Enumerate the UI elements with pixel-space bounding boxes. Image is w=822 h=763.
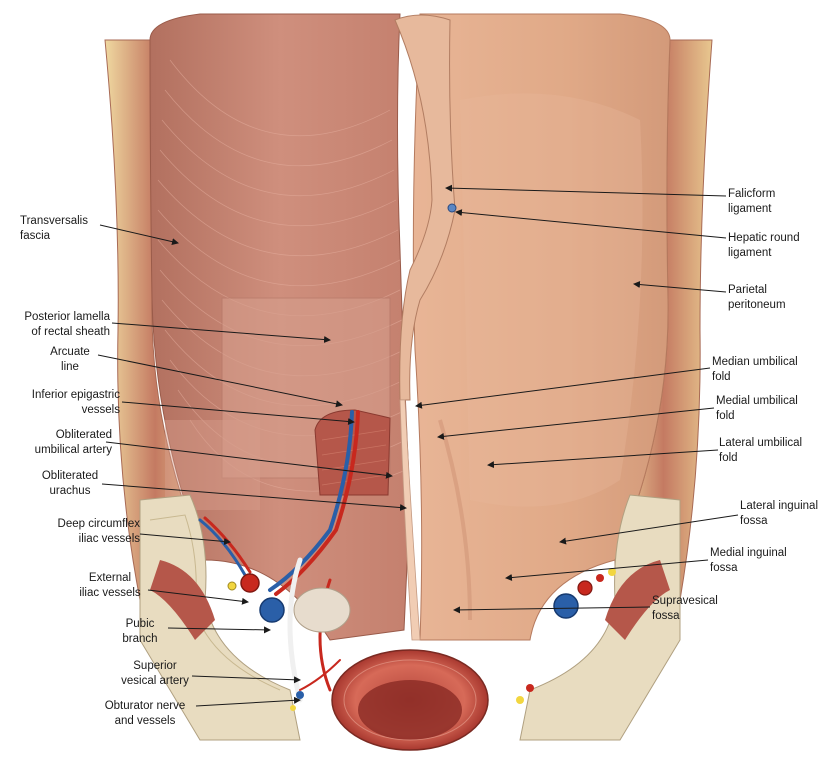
label-line: branch bbox=[122, 633, 158, 645]
hepatic-round-ligament-dot bbox=[447, 203, 457, 213]
label-line: Obliterated bbox=[55, 429, 112, 441]
label-inferior-epigastric: Inferior epigastric vessels bbox=[0, 388, 120, 418]
label-line: Hepatic round bbox=[728, 232, 800, 244]
label-supravesical-fossa: Supravesical fossa bbox=[652, 594, 718, 624]
label-line: fossa bbox=[740, 515, 768, 527]
label-line: Obturator nerve bbox=[104, 700, 186, 712]
label-line: External bbox=[88, 572, 132, 584]
label-line: line bbox=[61, 361, 79, 373]
label-line: fold bbox=[716, 410, 735, 422]
label-line: fascia bbox=[20, 230, 51, 242]
label-transversalis-fascia: Transversalis fascia bbox=[20, 214, 88, 244]
label-superior-vesical-artery: Superior vesical artery bbox=[110, 659, 200, 689]
label-line: Medial umbilical bbox=[716, 395, 798, 407]
label-medial-umbilical-fold: Medial umbilical fold bbox=[716, 394, 798, 424]
label-posterior-lamella: Posterior lamella of rectal sheath bbox=[0, 310, 110, 340]
label-line: Falicform bbox=[728, 188, 776, 200]
label-line: Supravesical bbox=[652, 595, 718, 607]
label-obliterated-umbilical-artery: Obliterated umbilical artery bbox=[0, 428, 112, 458]
label-line: fossa bbox=[710, 562, 738, 574]
label-arcuate-line: Arcuate line bbox=[30, 345, 110, 375]
label-deep-circumflex: Deep circumflex iliac vessels bbox=[0, 517, 140, 547]
label-line: fossa bbox=[652, 610, 680, 622]
label-line: iliac vessels bbox=[78, 533, 140, 545]
label-pubic-branch: Pubic branch bbox=[100, 617, 180, 647]
label-lateral-inguinal-fossa: Lateral inguinal fossa bbox=[740, 499, 818, 529]
falciform-ligament-shape bbox=[394, 14, 456, 401]
label-line: Inferior epigastric bbox=[31, 389, 120, 401]
label-line: ligament bbox=[728, 203, 772, 215]
label-falciform-ligament: Falicform ligament bbox=[728, 187, 775, 217]
label-line: umbilical artery bbox=[34, 444, 112, 456]
label-parietal-peritoneum: Parietal peritoneum bbox=[728, 283, 786, 313]
label-line: Lateral umbilical bbox=[719, 437, 803, 449]
label-line: fold bbox=[712, 371, 731, 383]
label-line: Obliterated bbox=[41, 470, 99, 482]
label-external-iliac: External iliac vessels bbox=[70, 571, 150, 601]
label-line: Parietal bbox=[728, 284, 767, 296]
label-lateral-umbilical-fold: Lateral umbilical fold bbox=[719, 436, 802, 466]
label-obturator: Obturator nerve and vessels bbox=[85, 699, 205, 729]
label-line: Pubic bbox=[125, 618, 155, 630]
label-line: Medial inguinal bbox=[710, 547, 787, 559]
external-iliac-artery bbox=[240, 573, 260, 593]
label-median-umbilical-fold: Median umbilical fold bbox=[712, 355, 798, 385]
label-line: Deep circumflex bbox=[57, 518, 140, 530]
label-line: peritoneum bbox=[728, 299, 786, 311]
label-line: and vessels bbox=[114, 715, 176, 727]
label-line: Transversalis bbox=[20, 215, 88, 227]
label-line: Lateral inguinal bbox=[740, 500, 819, 512]
label-line: of rectal sheath bbox=[31, 326, 110, 338]
label-line: iliac vessels bbox=[79, 587, 141, 599]
median-umbilical-fold-shape bbox=[399, 399, 421, 641]
label-obliterated-urachus: Obliterated urachus bbox=[30, 469, 110, 499]
label-line: Median umbilical bbox=[712, 356, 798, 368]
label-line: vesical artery bbox=[121, 675, 189, 687]
label-line: fold bbox=[719, 452, 738, 464]
label-line: Arcuate bbox=[50, 346, 90, 358]
external-iliac-vein bbox=[259, 597, 285, 623]
label-line: vessels bbox=[81, 404, 120, 416]
label-line: Posterior lamella bbox=[24, 311, 110, 323]
label-line: ligament bbox=[728, 247, 772, 259]
label-medial-inguinal-fossa: Medial inguinal fossa bbox=[710, 546, 787, 576]
right-external-iliac-vein bbox=[553, 593, 579, 619]
label-line: Superior bbox=[133, 660, 177, 672]
label-hepatic-round-ligament: Hepatic round ligament bbox=[728, 231, 800, 261]
label-line: urachus bbox=[49, 485, 91, 497]
